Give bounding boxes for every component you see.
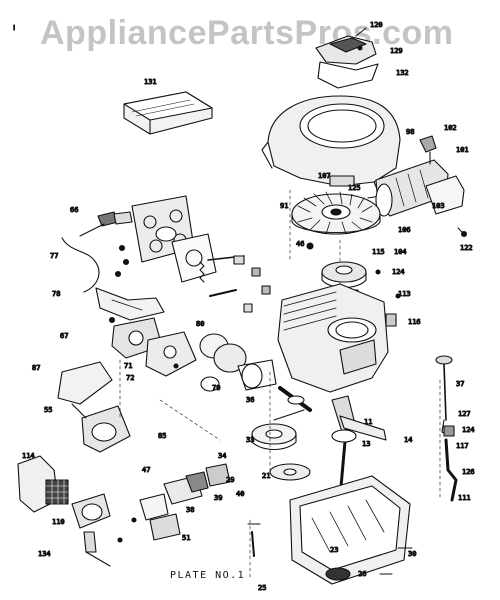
- fastener: [375, 269, 381, 275]
- callout: 34: [218, 452, 226, 460]
- bolts: [85, 517, 413, 575]
- dipstick-tube: [443, 425, 458, 502]
- callout: 55: [44, 406, 52, 414]
- air-filter: [17, 455, 111, 553]
- callout: 101: [456, 146, 469, 154]
- callout: 125: [348, 184, 361, 192]
- spark-plug: [79, 211, 133, 237]
- callout: 87: [32, 364, 40, 372]
- watermark-text: AppliancePartsPros.com: [40, 14, 454, 52]
- gasket-plates: [139, 463, 231, 541]
- callout: 127: [458, 410, 471, 418]
- callout: 36: [246, 396, 254, 404]
- flywheel: [291, 191, 381, 235]
- callout: 29: [226, 476, 234, 484]
- callout: 117: [456, 442, 469, 450]
- callout: 116: [408, 318, 421, 326]
- screw-129: [357, 45, 363, 51]
- head-gasket: [171, 233, 217, 283]
- callout: 40: [236, 490, 244, 498]
- crankshaft: [331, 395, 387, 500]
- valve-tappets: [233, 255, 271, 313]
- callout: 13: [362, 440, 370, 448]
- callout: 26: [358, 570, 366, 578]
- key-116: [385, 313, 397, 327]
- callout: 124: [462, 426, 475, 434]
- callout: 124: [392, 268, 405, 276]
- callout: 51: [182, 534, 190, 542]
- callout: 25: [258, 584, 266, 592]
- callout: 23: [330, 546, 338, 554]
- callout: 103: [432, 202, 445, 210]
- callout: 110: [52, 518, 65, 526]
- air-cleaner-assembly: [375, 135, 468, 238]
- plate-label: PLATE NO.1: [170, 570, 246, 581]
- callout: 98: [406, 128, 414, 136]
- rope-guide-cap: [315, 35, 379, 89]
- callout: 111: [458, 494, 471, 502]
- callout: 71: [124, 362, 132, 370]
- callout: 80: [196, 320, 204, 328]
- callout: 134: [38, 550, 51, 558]
- callout: 115: [372, 248, 385, 256]
- cam-gear: [251, 409, 305, 451]
- callout: 46: [296, 240, 304, 248]
- callout: 38: [186, 506, 194, 514]
- carburetor: [111, 317, 197, 377]
- callout-labels: 120 129 132 131 98 102 101 107 125 103 1…: [21, 20, 475, 592]
- callout: 77: [50, 252, 58, 260]
- callout: 21: [262, 472, 270, 480]
- callout: 11: [364, 418, 372, 426]
- callout: 120: [370, 21, 383, 29]
- callout: 132: [396, 69, 409, 77]
- callout: 78: [52, 290, 60, 298]
- callout: 129: [390, 47, 403, 55]
- callout: 122: [460, 244, 473, 252]
- margin-mark: !: [12, 24, 16, 32]
- callout: 72: [126, 374, 134, 382]
- callout: 113: [398, 290, 411, 298]
- callout: 102: [444, 124, 457, 132]
- callout: 85: [158, 432, 166, 440]
- callout: 39: [214, 494, 222, 502]
- dipstick: [435, 355, 453, 437]
- fastener: [306, 242, 314, 250]
- leader-120: [355, 27, 367, 37]
- muffler: [57, 361, 131, 453]
- callout: 33: [246, 436, 254, 444]
- fastener: [395, 293, 401, 299]
- connecting-rod: [278, 386, 312, 412]
- gear: [269, 463, 311, 481]
- callout: 131: [144, 78, 157, 86]
- callout: 106: [398, 226, 411, 234]
- callout: 47: [142, 466, 150, 474]
- callout: 91: [280, 202, 288, 210]
- callout: 30: [408, 550, 416, 558]
- ignition-wire: [61, 237, 100, 293]
- callout: 107: [318, 172, 331, 180]
- leader-lines: [119, 359, 441, 581]
- owners-manual: [123, 91, 213, 135]
- piston-assembly: [199, 333, 277, 392]
- blower-housing: [261, 95, 401, 199]
- callout: 79: [212, 384, 220, 392]
- callout: 114: [22, 452, 35, 460]
- callout: 14: [404, 436, 412, 444]
- cylinder-block: [277, 283, 389, 393]
- callout: 104: [394, 248, 407, 256]
- callout: 37: [456, 380, 464, 388]
- callout: 67: [60, 332, 68, 340]
- callout: 66: [70, 206, 78, 214]
- callout: 126: [462, 468, 475, 476]
- crankcase-sump: [289, 475, 411, 585]
